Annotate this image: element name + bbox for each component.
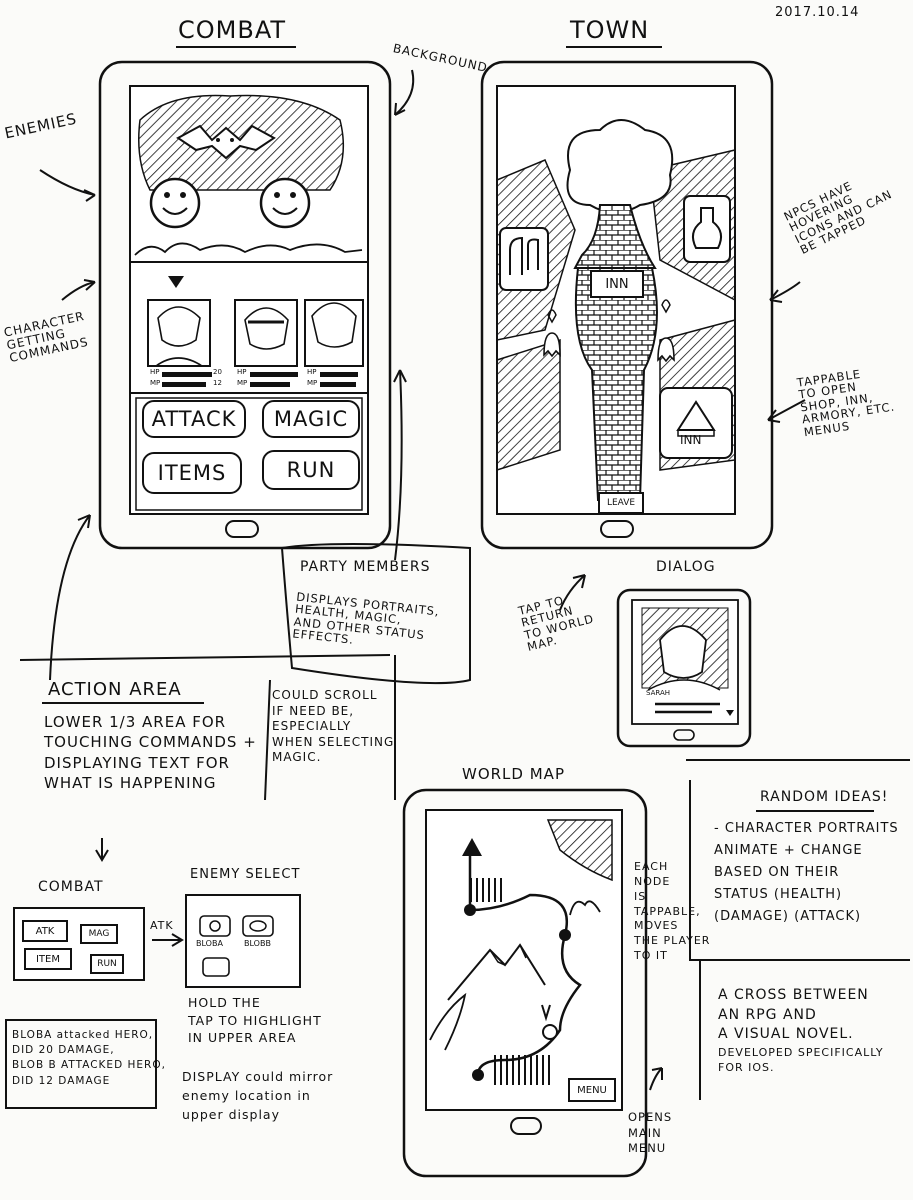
world-map-title: WORLD MAP xyxy=(462,765,565,783)
dialog-phone xyxy=(616,588,752,748)
enemy-select-bloba[interactable]: BLOBA xyxy=(196,939,223,948)
map-node xyxy=(464,904,476,916)
annotation-arrows xyxy=(19,69,910,1100)
mini-mag-button[interactable]: MAG xyxy=(80,924,118,944)
random-ideas-title: RANDOM IDEAS! xyxy=(760,789,889,805)
combat-title: COMBAT xyxy=(178,16,287,44)
combat-title-underline xyxy=(176,46,296,48)
menu-button[interactable]: MENU xyxy=(568,1078,616,1102)
forest-large xyxy=(492,1055,554,1085)
blob-enemy-b xyxy=(259,177,311,229)
enemy-select-blobb[interactable]: BLOBB xyxy=(244,939,271,948)
town-tree xyxy=(566,119,674,214)
mp-label: MP xyxy=(307,379,318,387)
mp-label: MP xyxy=(150,379,161,387)
combat-log-box xyxy=(5,1019,157,1109)
player-marker-icon xyxy=(462,838,482,856)
combat-phone xyxy=(98,60,392,550)
combat-log-text: BLOBA attacked HERO, DID 20 DAMAGE, BLOB… xyxy=(12,1029,166,1087)
npc-right xyxy=(657,299,675,363)
potion-shop-icon xyxy=(683,195,731,263)
hp-label: HP xyxy=(307,368,317,376)
inn-sign-upper[interactable]: INN xyxy=(590,270,644,298)
world-map-phone xyxy=(402,788,648,1178)
mini-atk-button[interactable]: ATK xyxy=(22,920,68,942)
enemy-select-blobb-icon xyxy=(242,915,274,937)
summary-text: A CROSS BETWEEN AN RPG AND A VISUAL NOVE… xyxy=(718,987,869,1043)
active-character-marker-icon xyxy=(168,276,184,288)
bat-enemy xyxy=(176,124,276,160)
mp-label: MP xyxy=(237,379,248,387)
scroll-annotation: COULD SCROLL IF NEED BE, ESPECIALLY WHEN… xyxy=(272,688,395,765)
dialog-title: DIALOG xyxy=(656,559,716,575)
random-ideas-underline xyxy=(756,810,874,812)
mini-item-button[interactable]: ITEM xyxy=(24,948,72,970)
run-button[interactable]: RUN xyxy=(262,450,360,490)
action-area-body: LOWER 1/3 AREA FOR TOUCHING COMMANDS + D… xyxy=(44,713,257,792)
leave-button[interactable]: LEAVE xyxy=(598,492,644,514)
mp-value: 12 xyxy=(213,379,222,387)
forest-small xyxy=(466,878,506,902)
attack-button[interactable]: ATTACK xyxy=(142,400,246,438)
enemy-select-title: ENEMY SELECT xyxy=(190,867,301,882)
shop-annotation: TAPPABLE TO OPEN SHOP, INN, ARMORY, ETC.… xyxy=(796,366,896,439)
action-area-underline xyxy=(42,702,204,704)
hp-value: 20 xyxy=(213,368,222,376)
items-button[interactable]: ITEMS xyxy=(142,452,242,494)
map-node xyxy=(559,929,571,941)
dialog-speaker: SARAH xyxy=(646,689,670,697)
menu-annotation: OPENS MAIN MENU xyxy=(628,1110,673,1156)
blob-enemy-a xyxy=(149,177,201,229)
hp-label: HP xyxy=(237,368,247,376)
town-title-underline xyxy=(566,46,662,48)
magic-button[interactable]: MAGIC xyxy=(262,400,360,438)
hp-label: HP xyxy=(150,368,160,376)
atk-arrow-label: ATK xyxy=(150,919,174,932)
random-ideas-body: - CHARACTER PORTRAITS ANIMATE + CHANGE B… xyxy=(714,821,899,925)
town-phone xyxy=(480,60,774,550)
town-title: TOWN xyxy=(570,16,650,44)
mini-combat-title: COMBAT xyxy=(38,879,104,895)
portrait-third xyxy=(304,299,364,367)
sketch-date: 2017.10.14 xyxy=(775,5,860,20)
npc-left xyxy=(543,309,561,358)
armory-shop-icon xyxy=(499,227,549,291)
portrait-hero xyxy=(147,299,211,367)
action-area-title: ACTION AREA xyxy=(48,679,182,700)
enemy-select-note-mirror: DISPLAY could mirror enemy location in u… xyxy=(182,1069,334,1122)
map-node xyxy=(542,1024,558,1040)
mini-run-button[interactable]: RUN xyxy=(90,954,124,974)
party-members-title: PARTY MEMBERS xyxy=(300,559,431,575)
node-annotation: EACH NODE IS TAPPABLE, MOVES THE PLAYER … xyxy=(634,860,711,963)
map-node xyxy=(472,1069,484,1081)
summary-ios-text: DEVELOPED SPECIFICALLY FOR IOS. xyxy=(718,1046,884,1074)
inn-sign-icon xyxy=(659,387,733,459)
party-stat-bars xyxy=(162,372,358,387)
inn-label[interactable]: INN xyxy=(680,433,702,447)
mini-enemy-select-screen xyxy=(185,894,301,988)
enemy-select-bloba-icon xyxy=(199,915,231,937)
portrait-sarah xyxy=(234,299,298,367)
enemy-select-note-highlight: HOLD THE TAP TO HIGHLIGHT IN UPPER AREA xyxy=(188,995,322,1045)
